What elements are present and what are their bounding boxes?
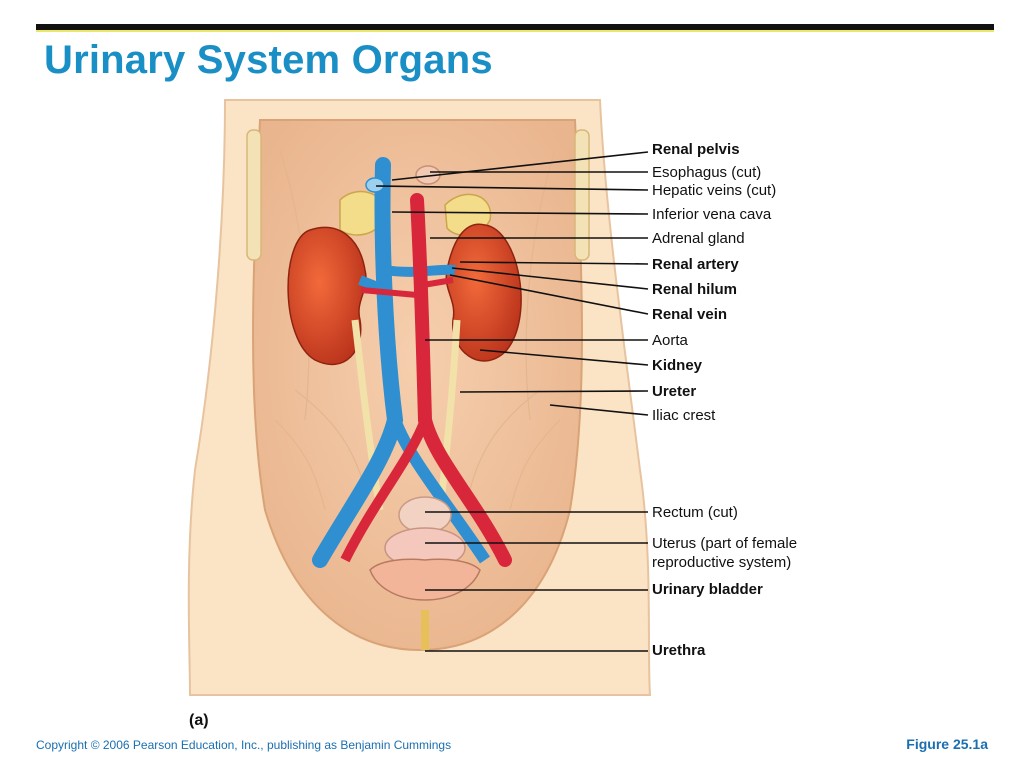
label-renal-pelvis: Renal pelvis	[652, 141, 740, 158]
aorta	[410, 193, 512, 567]
inferior-vena-cava	[312, 157, 404, 568]
label-iliac-crest: Iliac crest	[652, 407, 716, 424]
label-rectum: Rectum (cut)	[652, 504, 738, 521]
label-kidney: Kidney	[652, 357, 703, 374]
label-uterus-line1: Uterus (part of female	[652, 535, 798, 552]
renal-vein-left	[358, 275, 387, 295]
title-rule-accent	[36, 30, 994, 32]
copyright-notice: Copyright © 2006 Pearson Education, Inc.…	[36, 738, 452, 752]
label-esophagus: Esophagus (cut)	[652, 164, 762, 181]
label-aorta: Aorta	[652, 332, 688, 349]
label-renal-artery: Renal artery	[652, 256, 739, 273]
label-inferior-vena-cava: Inferior vena cava	[652, 206, 772, 223]
label-urethra: Urethra	[652, 642, 706, 659]
label-ureter: Ureter	[652, 383, 697, 400]
label-renal-vein: Renal vein	[652, 306, 728, 323]
urinary-system-illustration	[187, 99, 652, 696]
figure-reference: Figure 25.1a	[906, 736, 988, 752]
renal-artery-left	[360, 287, 418, 298]
ureter-right	[436, 319, 461, 511]
label-adrenal-gland: Adrenal gland	[652, 230, 745, 247]
label-renal-hilum: Renal hilum	[652, 281, 738, 298]
ureter-left	[351, 319, 384, 511]
label-uterus-line2: reproductive system)	[652, 554, 792, 571]
esophagus-cut	[415, 165, 441, 185]
title-rule	[36, 24, 994, 30]
label-urinary-bladder: Urinary bladder	[652, 581, 763, 598]
slide-title: Urinary System Organs	[44, 38, 493, 82]
label-hepatic-veins: Hepatic veins (cut)	[652, 182, 777, 199]
panel-letter: (a)	[189, 712, 209, 729]
renal-artery-right	[422, 277, 454, 288]
